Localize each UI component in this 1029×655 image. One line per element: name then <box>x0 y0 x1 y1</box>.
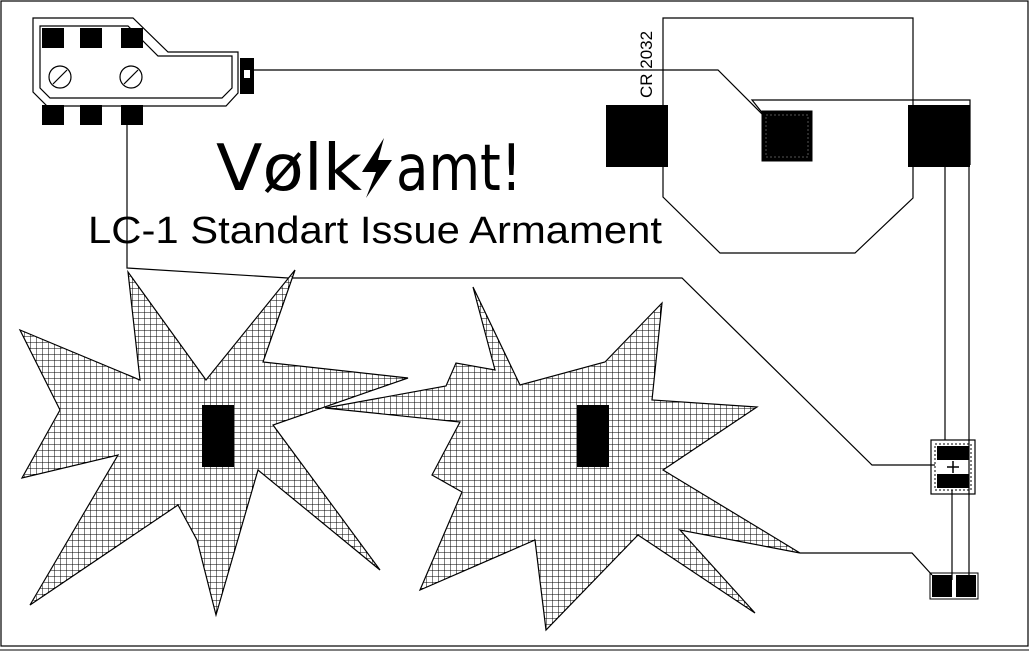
switch-pad-4 <box>42 105 64 125</box>
led <box>930 439 976 495</box>
resistor-outline <box>929 572 979 600</box>
star-pad-right <box>324 286 801 632</box>
mounting-hole-icon <box>48 65 72 89</box>
mounting-hole-icon <box>119 65 143 89</box>
switch-pad-1 <box>42 28 64 48</box>
connector-pad-mark <box>244 70 250 78</box>
logo-text-right: amt! <box>396 132 522 206</box>
led-pad-bottom <box>937 474 969 488</box>
logo: Vølk amt! <box>216 132 522 206</box>
trace-star-to-resistor <box>800 552 933 576</box>
switch-pad-6 <box>121 105 143 125</box>
led-pad-top <box>937 446 969 460</box>
logo-text-left: Vølk <box>216 132 362 206</box>
lightning-bolt-icon <box>362 138 392 198</box>
trace-switch-to-battery <box>254 69 769 121</box>
switch-outline <box>32 17 239 107</box>
led-inner-outline <box>934 443 972 491</box>
switch-pad-2 <box>80 28 102 48</box>
star-right-pad <box>577 405 609 467</box>
star-pad-left <box>18 269 409 618</box>
resistor-pad-right <box>956 575 976 597</box>
battery-holder: CR 2032 <box>606 17 971 254</box>
battery-label: CR 2032 <box>637 31 656 98</box>
battery-pad-center-ring <box>765 114 809 158</box>
resistor-pad-left <box>932 575 952 597</box>
plus-icon <box>947 461 959 473</box>
led-outline <box>930 439 976 495</box>
battery-pad-right <box>908 105 970 167</box>
battery-pad-center <box>761 110 813 162</box>
switch-pad-5 <box>80 105 102 125</box>
switch-pad-3 <box>121 28 143 48</box>
resistor <box>929 572 979 600</box>
slide-switch <box>32 17 254 125</box>
battery-outline <box>662 17 914 254</box>
subtitle: LC-1 Standart Issue Armament <box>88 210 662 252</box>
trace-switch-to-led <box>126 125 935 466</box>
battery-pad-left <box>606 105 668 167</box>
star-left-pad <box>202 405 234 467</box>
